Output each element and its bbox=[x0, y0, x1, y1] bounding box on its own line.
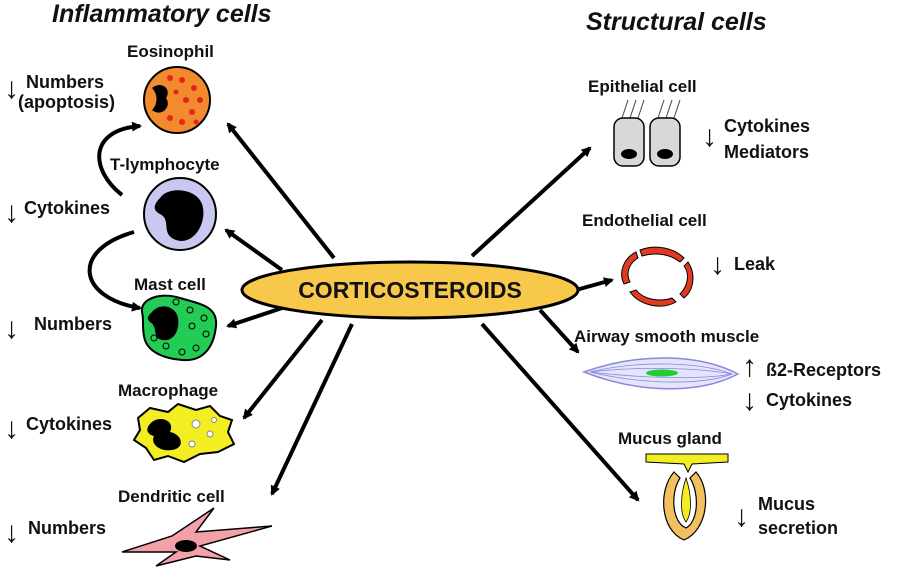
arrow-to-mucus-gland bbox=[480, 322, 640, 502]
eosinophil-group: Eosinophil ↓ Numbers (apoptosis) bbox=[4, 42, 214, 134]
mast-cell-effect: Numbers bbox=[34, 314, 112, 334]
mucus-gland-name: Mucus gland bbox=[618, 429, 722, 448]
epithelial-down-arrow: ↓ bbox=[702, 120, 717, 153]
smooth-muscle-up-arrow: ↑ bbox=[742, 350, 757, 383]
curved-arrow-t-lymphocyte-to-eosinophil bbox=[97, 121, 142, 197]
epithelial-cilia bbox=[621, 99, 681, 119]
endothelial-effect: Leak bbox=[734, 254, 776, 274]
arrow-to-epithelial-cell bbox=[470, 146, 592, 258]
heading-structural-cells: Structural cells bbox=[586, 8, 767, 36]
corticosteroids-ellipse bbox=[240, 260, 580, 320]
smooth-muscle-fibers bbox=[589, 363, 733, 383]
arrow-to-endothelial-cell bbox=[575, 277, 614, 292]
smooth-muscle-down-arrow: ↓ bbox=[742, 384, 757, 417]
t-lymphocyte-effect: Cytokines bbox=[24, 198, 110, 218]
arrow-to-airway-smooth-muscle bbox=[538, 308, 580, 354]
corticosteroids-node: CORTICOSTEROIDS bbox=[240, 260, 580, 320]
endothelial-cell-name: Endothelial cell bbox=[582, 211, 707, 230]
arrow-to-dendritic-cell bbox=[270, 323, 354, 496]
smooth-muscle-nucleus bbox=[646, 369, 678, 377]
arrow-to-eosinophil bbox=[226, 122, 336, 260]
epithelial-cell-group: Epithelial cell ↓ Cytokines Mediators bbox=[588, 77, 810, 167]
macrophage-down-arrow: ↓ bbox=[4, 412, 19, 445]
dendritic-cell-name: Dendritic cell bbox=[118, 487, 225, 506]
curved-arrow-t-lymphocyte-to-mast-cell bbox=[87, 230, 142, 312]
epithelial-effect-line1: Cytokines bbox=[724, 116, 810, 136]
epithelial-cell-name: Epithelial cell bbox=[588, 77, 697, 96]
mast-cell-down-arrow: ↓ bbox=[4, 312, 19, 345]
dendritic-cell-nucleus bbox=[175, 540, 197, 552]
mucus-gland-group: Mucus gland ↓ Mucus secretion bbox=[618, 429, 838, 541]
mast-cell-name: Mast cell bbox=[134, 275, 206, 294]
t-lymphocyte-group: T-lymphocyte ↓ Cytokines bbox=[4, 155, 220, 251]
arrow-to-t-lymphocyte bbox=[224, 228, 284, 272]
mucus-secretion-core bbox=[681, 476, 691, 523]
t-lymphocyte-name: T-lymphocyte bbox=[110, 155, 220, 174]
macrophage-effect: Cytokines bbox=[26, 414, 112, 434]
macrophage-group: Macrophage ↓ Cytokines bbox=[4, 381, 236, 464]
eosinophil-down-arrow: ↓ bbox=[4, 72, 19, 105]
eosinophil-name: Eosinophil bbox=[127, 42, 214, 61]
eosinophil-effect-line1: Numbers bbox=[26, 72, 104, 92]
dendritic-cell-group: Dendritic cell ↓ Numbers bbox=[4, 487, 273, 567]
heading-inflammatory-cells: Inflammatory cells bbox=[52, 0, 272, 28]
macrophage-name: Macrophage bbox=[118, 381, 218, 400]
connector-arrows bbox=[87, 121, 640, 502]
mucus-effect-line1: Mucus bbox=[758, 494, 815, 514]
eosinophil-nucleus bbox=[152, 85, 168, 113]
dendritic-cell-down-arrow: ↓ bbox=[4, 516, 19, 549]
dendritic-cell-effect: Numbers bbox=[28, 518, 106, 538]
dendritic-cell-body bbox=[121, 507, 273, 567]
macrophage-vacuoles bbox=[188, 417, 217, 448]
mucus-gland-body bbox=[663, 471, 707, 541]
mast-cell-group: Mast cell ↓ Numbers bbox=[4, 275, 218, 362]
eosinophil-cell bbox=[143, 66, 211, 134]
mucus-down-arrow: ↓ bbox=[734, 500, 749, 533]
arrow-to-macrophage bbox=[242, 318, 324, 420]
endothelial-ring bbox=[621, 246, 694, 307]
mucus-effect-line2: secretion bbox=[758, 518, 838, 538]
mucus-surface bbox=[645, 453, 729, 474]
epithelial-nucleus-2 bbox=[657, 149, 673, 159]
macrophage-nucleus bbox=[147, 418, 181, 451]
airway-smooth-muscle-name: Airway smooth muscle bbox=[574, 327, 759, 346]
eosinophil-effect-line2: (apoptosis) bbox=[18, 92, 115, 112]
smooth-muscle-effect-down: Cytokines bbox=[766, 390, 852, 410]
t-lymphocyte-down-arrow: ↓ bbox=[4, 196, 19, 229]
t-lymphocyte-nucleus bbox=[154, 190, 204, 241]
mast-cell-granules bbox=[150, 298, 210, 356]
corticosteroids-label: CORTICOSTEROIDS bbox=[298, 277, 522, 303]
epithelial-effect-line2: Mediators bbox=[724, 142, 809, 162]
endothelial-cell-group: Endothelial cell ↓ Leak bbox=[582, 211, 776, 307]
arrow-to-mast-cell bbox=[226, 304, 289, 329]
endothelial-down-arrow: ↓ bbox=[710, 248, 725, 281]
mast-cell-nucleus bbox=[147, 306, 179, 341]
airway-smooth-muscle-group: Airway smooth muscle ↑ ß2-Receptors ↓ Cy… bbox=[574, 327, 881, 417]
smooth-muscle-effect-up: ß2-Receptors bbox=[766, 360, 881, 380]
epithelial-nucleus-1 bbox=[621, 149, 637, 159]
